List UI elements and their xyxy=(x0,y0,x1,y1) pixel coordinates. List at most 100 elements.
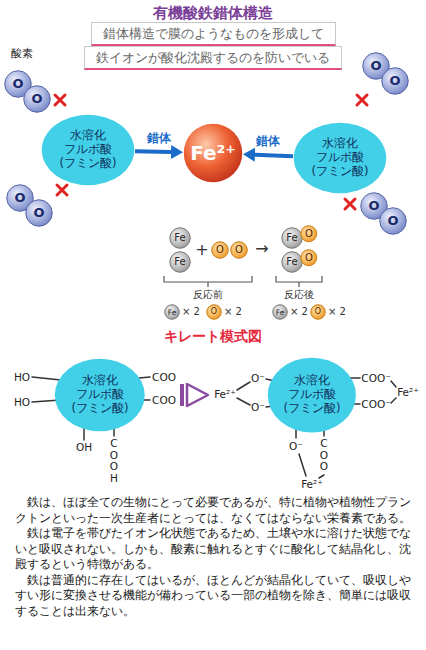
fulvic-acid-circle-shape xyxy=(55,359,145,432)
fulvic-acid-circle-shape xyxy=(294,123,387,194)
chemical-group: OH xyxy=(76,441,92,454)
fulvic-acid-circle: 水溶化 フルボ酸 (フミン酸) xyxy=(54,358,146,432)
bracket xyxy=(276,276,322,287)
chemical-bond xyxy=(237,398,250,405)
complex-arrow xyxy=(255,155,293,157)
body-paragraph: 鉄は、ほぼ全ての生物にとって必要であるが、特に植物や植物性プランクトンといった一… xyxy=(15,495,413,526)
fulvic-acid-circle-shape xyxy=(268,358,356,433)
node-text: O xyxy=(31,91,42,107)
oxygen-atom-shape xyxy=(207,305,222,320)
chemical-group: O⁻ xyxy=(251,372,265,385)
node-text: O xyxy=(368,198,379,214)
chemical-group: COO⁻ xyxy=(361,398,390,411)
oxygen-atom-shape xyxy=(311,305,326,320)
iron-atom-shape xyxy=(273,305,288,320)
edge-label: 錯体 xyxy=(254,134,282,148)
iron-ion-sphere: Fe²⁺ xyxy=(183,123,243,183)
iron-atom-shape xyxy=(282,228,303,249)
bracket xyxy=(164,276,252,287)
node-text: 水溶化 フルボ酸 (フミン酸) xyxy=(58,129,118,170)
chemical-group: O⁻ xyxy=(251,401,265,414)
chemical-group: COOH xyxy=(109,438,120,484)
bracket-label: 反応後 xyxy=(284,289,314,301)
chemical-group: O⁻ xyxy=(289,440,303,453)
count-label: × 2 xyxy=(224,306,242,318)
oxygen-atom-shape xyxy=(301,226,317,242)
iron-ion-sphere-shape xyxy=(184,124,243,183)
iron-atom: Fe xyxy=(169,227,191,249)
block-cross xyxy=(345,199,355,209)
body-text: 鉄は、ほぼ全ての生物にとって必要であるが、特に植物や植物性プランクトンといった一… xyxy=(15,495,413,619)
complex-arrow xyxy=(135,149,171,154)
node-text: O xyxy=(389,73,400,89)
chelate-arrow xyxy=(187,384,208,406)
node-text: Fe xyxy=(174,232,185,244)
chemical-bond xyxy=(319,475,324,478)
oxygen-atom-shape xyxy=(301,250,317,266)
node-text: O xyxy=(370,58,381,74)
section-heading: キレート模式図 xyxy=(164,328,262,345)
node-text: O xyxy=(211,307,217,317)
iron-atom: Fe xyxy=(281,227,303,249)
block-cross xyxy=(357,95,367,105)
diagram-title: 有機酸鉄錯体構造 xyxy=(153,4,273,22)
reaction-arrow: → xyxy=(255,239,268,258)
node-text: O xyxy=(14,190,25,206)
oxygen-atom: O xyxy=(25,199,53,227)
fulvic-acid-circle-shape xyxy=(42,115,135,186)
bracket-label: 反応前 xyxy=(193,289,223,301)
node-text: O xyxy=(305,228,313,240)
oxygen-atom: O xyxy=(300,225,317,242)
iron-atom: Fe xyxy=(164,304,180,320)
banner-box: 錯体構造で膜のようなものを形成して xyxy=(91,22,336,46)
chemical-bond xyxy=(299,454,306,476)
iron-ion: Fe²⁺ xyxy=(301,478,323,491)
node-text: 水溶化 フルボ酸 (フミン酸) xyxy=(310,137,370,178)
bracket xyxy=(164,276,322,287)
node-text: 鉄イオンが酸化沈殿するのを防いでいる xyxy=(96,50,330,66)
node-text: 水溶化 フルボ酸 (フミン酸) xyxy=(282,374,342,415)
node-text: Fe xyxy=(276,308,285,317)
node-text: 錯体構造で膜のようなものを形成して xyxy=(103,26,324,42)
iron-atom: Fe xyxy=(169,251,191,273)
banner-box: 鉄イオンが酸化沈殿するのを防いでいる xyxy=(84,46,342,70)
fulvic-acid-circle: 水溶化 フルボ酸 (フミン酸) xyxy=(41,114,135,186)
edge-label: 錯体 xyxy=(145,131,173,145)
oxygen-atom-shape xyxy=(380,208,407,235)
count-label: × 2 xyxy=(182,306,200,318)
chemical-bond xyxy=(139,377,150,378)
chemical-group: COO xyxy=(319,438,330,473)
count-label: × 2 xyxy=(290,306,308,318)
iron-atom: Fe xyxy=(272,304,288,320)
iron-ion: Fe²⁺ xyxy=(214,388,236,401)
chelate-arrow xyxy=(180,384,184,406)
chemical-bond xyxy=(32,377,61,380)
iron-atom: Fe xyxy=(281,251,303,273)
oxygen-atom-shape xyxy=(212,242,229,259)
oxygen-atom: O xyxy=(300,249,317,266)
node-text: O xyxy=(315,307,321,317)
node-text: O xyxy=(305,252,313,264)
block-cross xyxy=(55,95,65,105)
node-text: Fe xyxy=(174,256,185,268)
oxygen-atom-shape xyxy=(24,86,51,113)
oxygen-atom: O xyxy=(206,304,222,320)
node-text: O xyxy=(216,244,224,256)
oxygen-atom: O xyxy=(379,207,407,235)
iron-atom-shape xyxy=(170,228,191,249)
oxygen-atom-shape xyxy=(231,242,248,259)
chemical-bond xyxy=(391,398,396,403)
node-text: Fe²⁺ xyxy=(190,141,236,165)
oxygen-atom: O xyxy=(310,304,326,320)
node-text: O xyxy=(12,76,23,92)
body-paragraph: 鉄は電子を帯びたイオン化状態であるため、土壌や水に溶けた状態でないと吸収されない… xyxy=(15,526,413,573)
iron-ion: Fe²⁺ xyxy=(397,386,419,399)
chemical-group: HO xyxy=(14,371,30,384)
oxygen-atom: O xyxy=(211,241,229,259)
chemical-group: COO xyxy=(152,394,176,407)
annotation: 酸素 xyxy=(11,47,33,60)
operator: + xyxy=(195,240,208,259)
chemical-bond xyxy=(237,382,250,390)
node-text: Fe xyxy=(168,308,177,317)
node-text: O xyxy=(235,244,243,256)
